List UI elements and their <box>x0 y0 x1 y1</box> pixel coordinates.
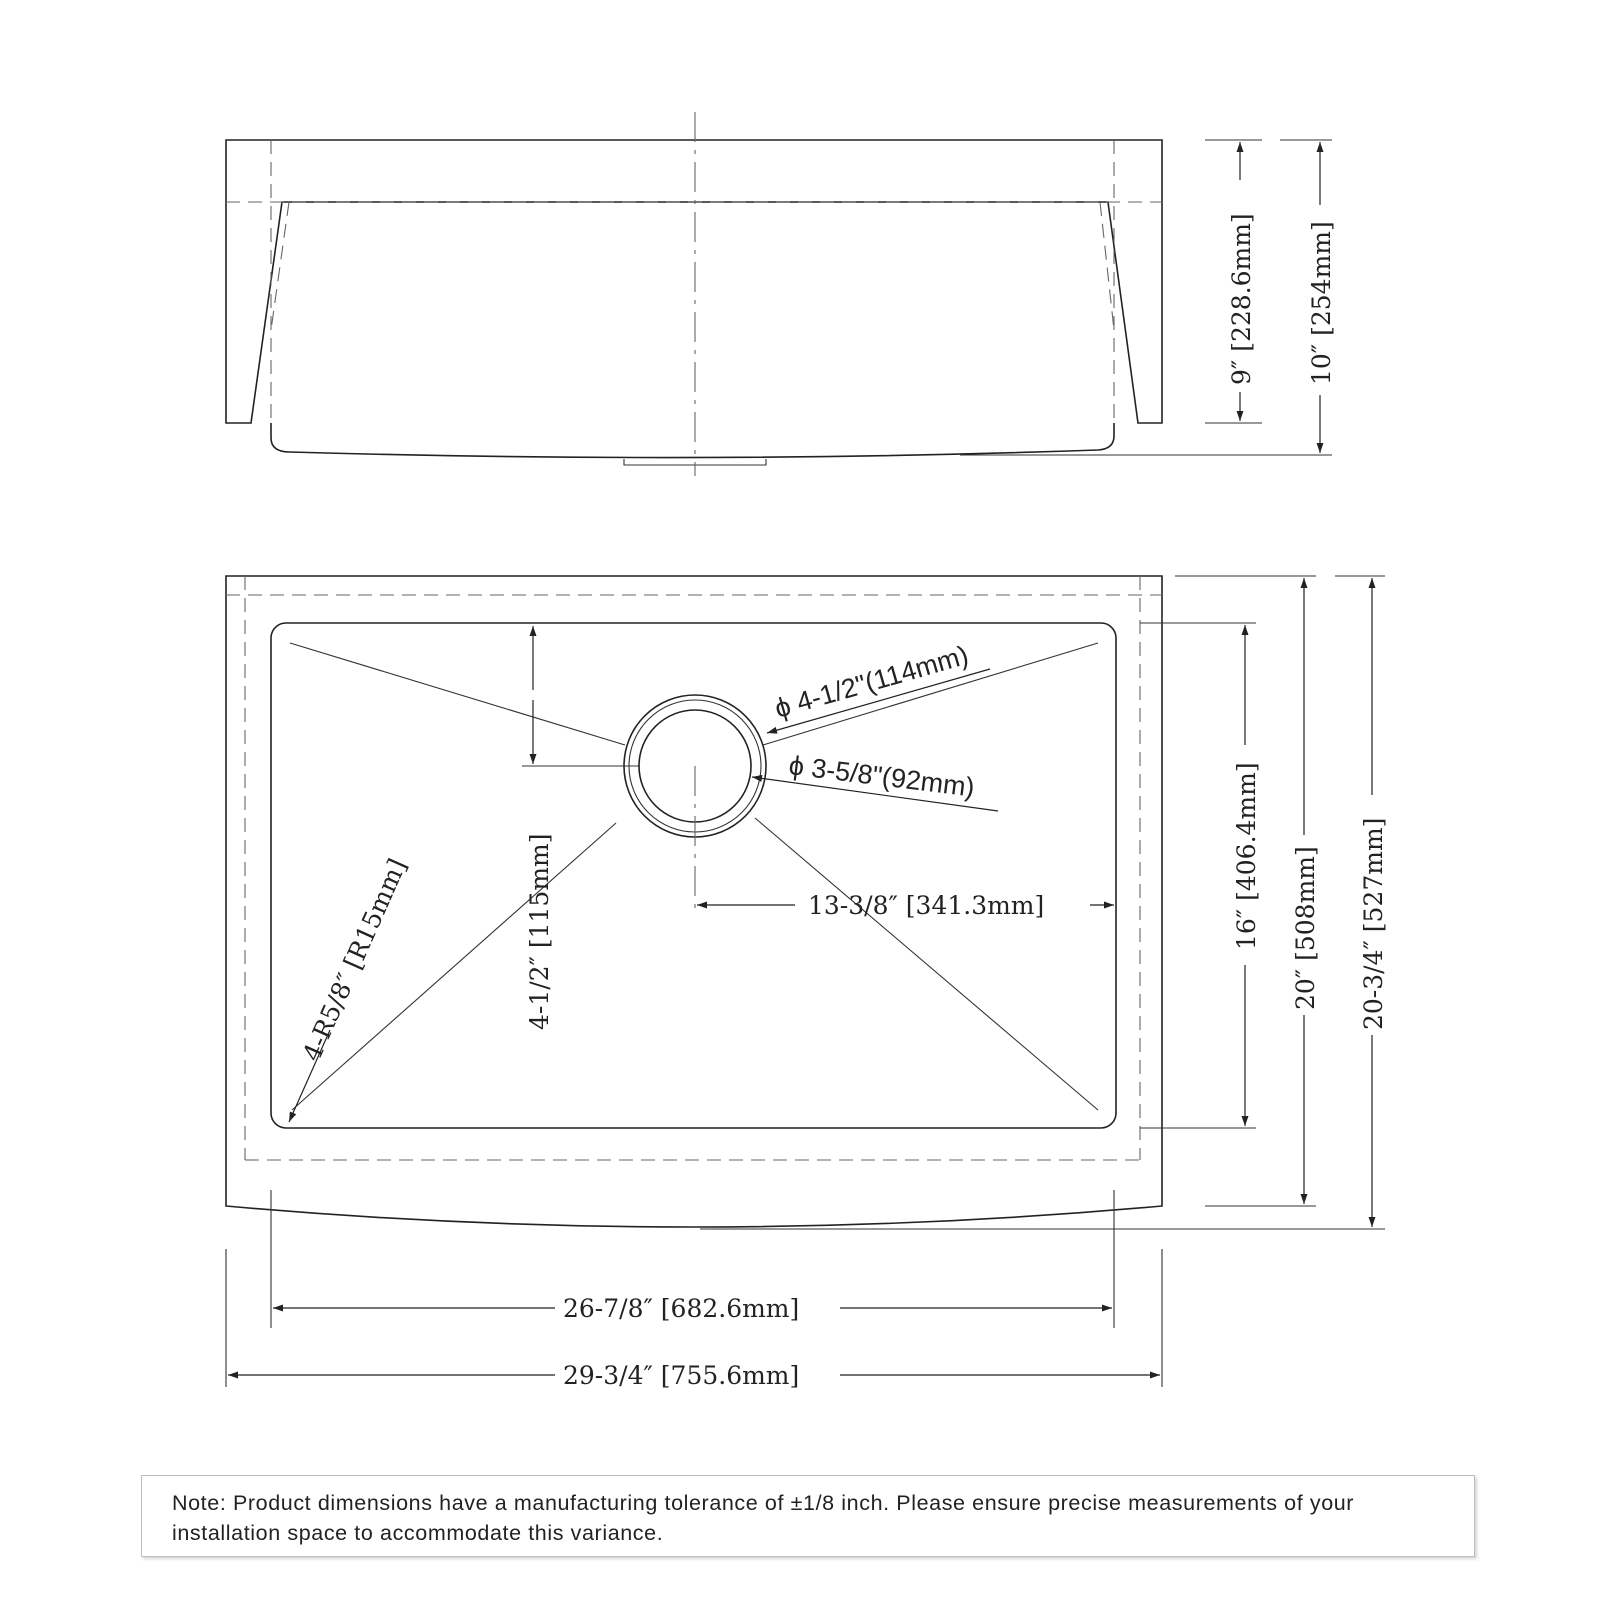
bowl-width-label: 26-7/8″ [682.6mm] <box>563 1294 799 1323</box>
tolerance-note-text: Note: Product dimensions have a manufact… <box>172 1491 1355 1545</box>
top-view-outline <box>225 575 1163 1228</box>
top-view: 4-1/2″ [115mm] 4-R5/8″ [R15mm] ϕ 4-1/2"(… <box>225 575 1388 1390</box>
total-depth-label: 20″ [508mm] <box>1291 846 1320 1010</box>
apron-depth-label: 20-3/4″ [527mm] <box>1359 818 1388 1030</box>
front-height-inner-label: 9″ [228.6mm] <box>1227 213 1256 385</box>
front-height-total-label: 10″ [254mm] <box>1307 221 1336 385</box>
drain-depth-offset-label: 4-1/2″ [115mm] <box>525 833 554 1030</box>
front-view-outline <box>225 139 1163 424</box>
bowl-depth-label: 16″ [406.4mm] <box>1232 762 1261 950</box>
bowl-outline <box>270 622 1117 1129</box>
corner-radius-label: 4-R5/8″ [R15mm] <box>297 854 412 1065</box>
drain-outer-diameter-label: ϕ 4-1/2"(114mm) <box>771 640 971 724</box>
tolerance-note-box: Note: Product dimensions have a manufact… <box>141 1475 1475 1557</box>
front-view: 9″ [228.6mm] 10″ [254mm] <box>225 112 1336 476</box>
total-width-label: 29-3/4″ [755.6mm] <box>563 1361 799 1390</box>
drain-side-offset-label: 13-3/8″ [341.3mm] <box>808 891 1044 920</box>
front-view-bowl <box>270 423 1115 459</box>
